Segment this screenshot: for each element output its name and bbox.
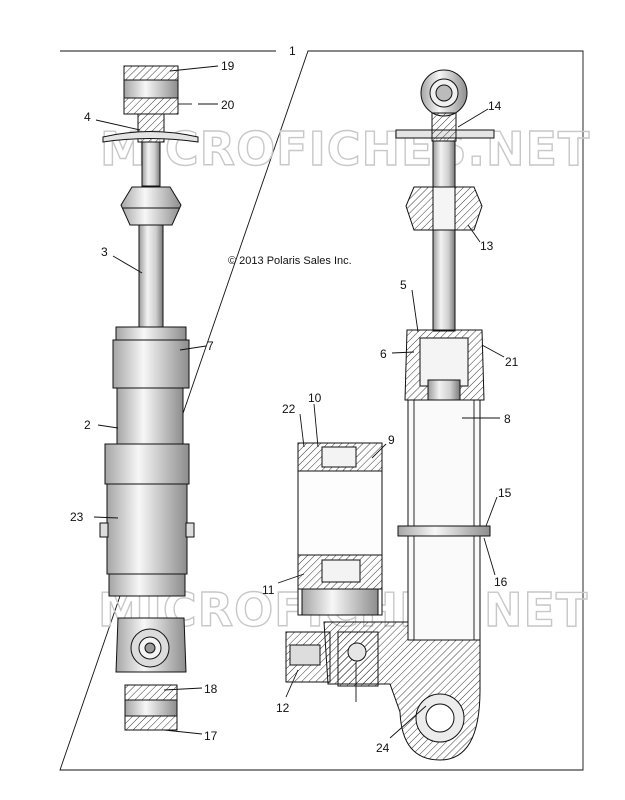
upper-mount-plate	[102, 131, 199, 143]
callout-22: 22	[282, 402, 296, 416]
callout-11: 11	[262, 583, 275, 597]
callout-19: 19	[221, 59, 235, 73]
callout-labels: 1 2 3 4 5 6 7 8 9 10 11 12 13 14 15 16 1…	[70, 44, 519, 755]
callout-9: 9	[388, 433, 395, 447]
left-shock-assembly	[99, 65, 199, 731]
callout-3: 3	[101, 245, 108, 259]
retaining-clip	[397, 525, 491, 537]
upper-shaft	[141, 141, 161, 187]
leader-lines	[93, 65, 505, 739]
piston-shaft-right	[432, 140, 456, 332]
right-shock-cutaway	[323, 69, 495, 761]
callout-8: 8	[504, 412, 511, 426]
piston-shaft	[138, 224, 164, 330]
callout-23: 23	[70, 510, 84, 524]
upper-body-cap	[112, 339, 190, 389]
callout-1: 1	[289, 44, 296, 58]
callout-14: 14	[488, 99, 502, 113]
callout-7: 7	[207, 339, 214, 353]
callout-20: 20	[221, 98, 235, 112]
body-tube-right	[407, 399, 481, 641]
callout-24: 24	[376, 741, 390, 755]
callout-12: 12	[276, 701, 290, 715]
callout-16: 16	[494, 575, 508, 589]
copyright-text: © 2013 Polaris Sales Inc.	[228, 255, 352, 267]
watermark-top: MICROFICHES.NET	[100, 122, 590, 176]
callout-10: 10	[308, 391, 322, 405]
callout-21: 21	[505, 355, 519, 369]
callout-18: 18	[204, 682, 218, 696]
callout-13: 13	[480, 239, 494, 253]
shock-body-lower	[104, 443, 190, 485]
reservoir-cutaway	[285, 442, 383, 687]
callout-17: 17	[204, 729, 218, 743]
jounce-bumper	[120, 186, 182, 226]
callout-2: 2	[84, 418, 91, 432]
callout-6: 6	[380, 347, 387, 361]
seal-head	[115, 326, 187, 341]
body-tube	[116, 387, 184, 445]
callout-4: 4	[84, 110, 91, 124]
lower-housing	[106, 483, 188, 575]
callout-15: 15	[498, 486, 512, 500]
callout-5: 5	[400, 278, 407, 292]
